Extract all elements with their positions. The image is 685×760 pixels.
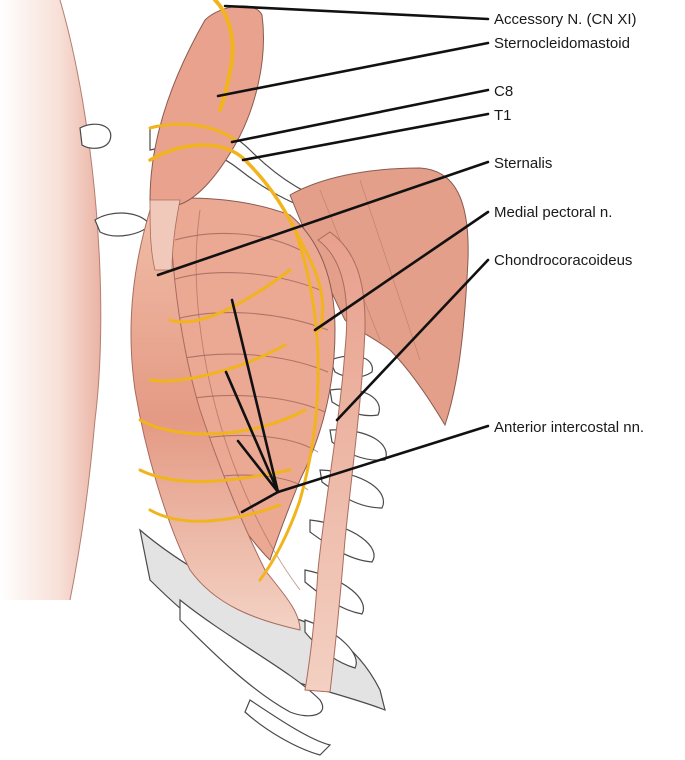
left-arm <box>0 0 101 600</box>
leader-accessory <box>225 6 488 19</box>
label-accessory-nerve: Accessory N. (CN XI) <box>494 11 637 28</box>
leader-c8 <box>232 90 488 142</box>
label-sternocleidomastoid: Sternocleidomastoid <box>494 35 630 52</box>
label-c8: C8 <box>494 83 513 100</box>
label-chondrocoracoideus: Chondrocoracoideus <box>494 252 632 269</box>
labels: Accessory N. (CN XI) Sternocleidomastoid… <box>494 11 644 436</box>
leader-t1 <box>243 114 488 160</box>
label-t1: T1 <box>494 107 512 124</box>
label-sternalis: Sternalis <box>494 155 552 172</box>
label-medial-pectoral-nerve: Medial pectoral n. <box>494 204 612 221</box>
label-anterior-intercostal-nerves: Anterior intercostal nn. <box>494 419 644 436</box>
